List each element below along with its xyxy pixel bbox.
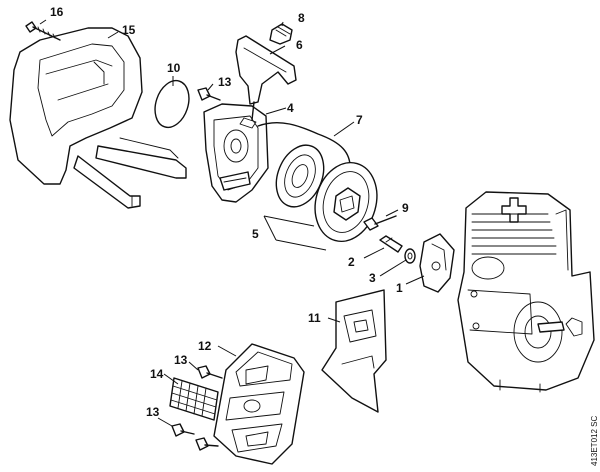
part-16-screw <box>25 21 61 41</box>
callout-8: 8 <box>298 11 305 25</box>
callout-3: 3 <box>369 271 376 285</box>
callout-12: 12 <box>198 339 212 353</box>
callout-13-middle: 13 <box>174 353 188 367</box>
callout-labels: 16 15 10 13 8 6 4 7 5 9 2 3 1 11 12 13 1… <box>50 5 409 419</box>
part-13-screw-middle <box>197 365 223 379</box>
callout-13-lower: 13 <box>146 405 160 419</box>
callout-14: 14 <box>150 367 164 381</box>
callout-6: 6 <box>296 38 303 52</box>
callout-9: 9 <box>402 201 409 215</box>
callout-15: 15 <box>122 23 136 37</box>
callout-10: 10 <box>167 61 181 75</box>
part-4-starter-housing <box>203 103 269 203</box>
leader-lines <box>39 19 425 427</box>
callout-13-upper: 13 <box>218 75 232 89</box>
part-11-heat-shield <box>321 289 387 413</box>
part-14-spark-arrestor-screen <box>169 377 219 421</box>
part-6-starter-grip <box>235 35 297 121</box>
callout-16: 16 <box>50 5 64 19</box>
part-1-pawl <box>419 233 455 293</box>
part-13-screw-upper <box>197 87 221 101</box>
callout-2: 2 <box>348 255 355 269</box>
part-15-shroud <box>9 27 187 209</box>
part-8-rope-rosette <box>269 23 293 45</box>
part-3-washer <box>404 248 416 264</box>
part-2-pin <box>379 235 403 253</box>
callout-5: 5 <box>252 227 259 241</box>
callout-11: 11 <box>308 311 321 325</box>
part-9-screw <box>363 215 397 231</box>
diagram-code: 413ET012 SC <box>590 416 599 466</box>
part-13-screw-lower <box>171 423 219 451</box>
callout-4: 4 <box>287 101 294 115</box>
part-5-bracket <box>263 215 327 251</box>
part-5-rope-rotor <box>314 161 378 243</box>
part-10-gasket <box>154 79 190 129</box>
part-12-muffler <box>213 343 305 465</box>
callout-1: 1 <box>396 281 403 295</box>
part-5-rewind-spring <box>275 144 325 208</box>
engine-block <box>457 191 595 393</box>
callout-7: 7 <box>356 113 363 127</box>
